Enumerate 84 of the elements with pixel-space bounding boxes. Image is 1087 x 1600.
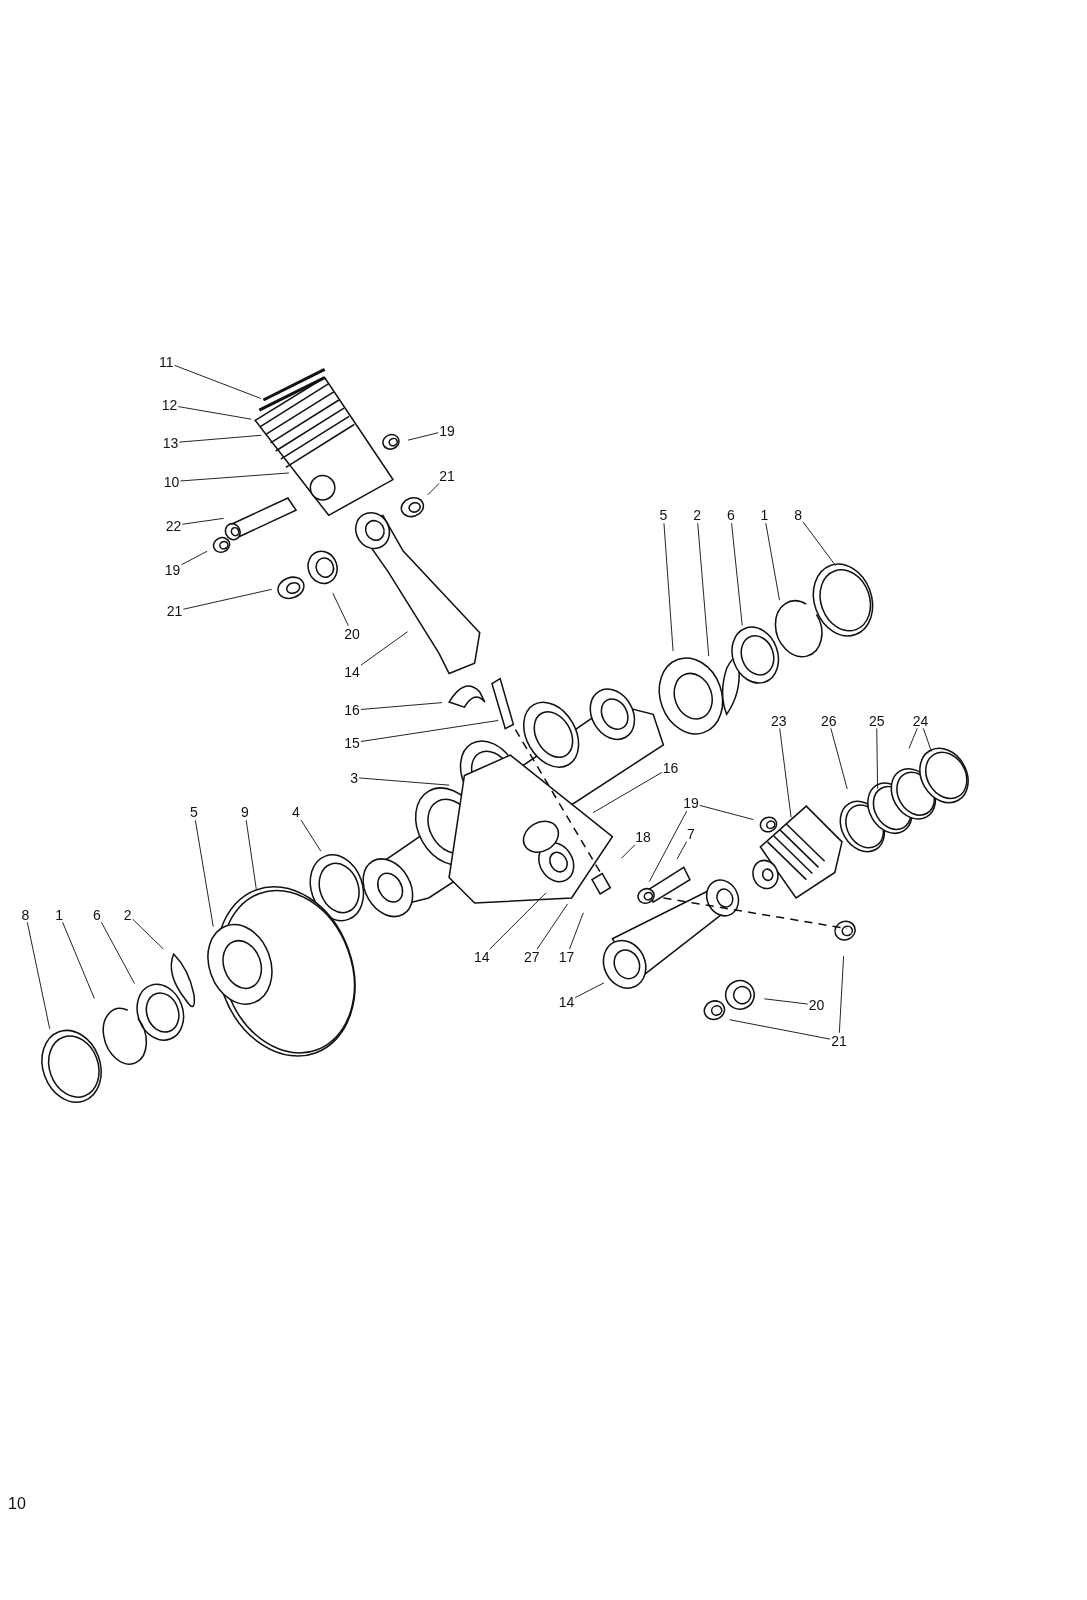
leader-line — [332, 592, 349, 627]
leader-line — [838, 955, 845, 1034]
callout-number: 13 — [161, 434, 180, 451]
leader-line — [779, 727, 792, 818]
leader-line — [174, 364, 262, 399]
leader-line — [182, 588, 273, 610]
leader-line — [663, 522, 674, 652]
callout-number: 21 — [438, 467, 456, 484]
leader-line — [676, 841, 687, 860]
leader-line — [180, 550, 208, 566]
callout-number: 14 — [343, 663, 361, 680]
callout-number: 4 — [291, 804, 301, 821]
callout-number: 1 — [54, 906, 65, 923]
callout-number: 23 — [769, 712, 788, 729]
leader-line — [489, 892, 547, 950]
leader-line — [132, 918, 164, 950]
callout-number: 27 — [522, 949, 541, 966]
leader-line — [181, 517, 225, 525]
leader-line — [729, 1019, 831, 1040]
leader-line — [876, 727, 879, 790]
leader-line — [358, 777, 450, 786]
leader-line — [194, 819, 214, 928]
leader-line — [178, 434, 262, 443]
leader-line — [360, 702, 443, 710]
leader-line — [574, 982, 605, 998]
callout-number: 16 — [343, 702, 361, 719]
callout-number: 3 — [349, 769, 360, 786]
callout-number: 6 — [92, 906, 102, 923]
callout-number: 18 — [634, 828, 652, 845]
callout-number: 26 — [820, 712, 838, 729]
leader-line — [621, 844, 636, 859]
callout-number: 17 — [557, 949, 576, 966]
callout-number: 9 — [240, 804, 250, 821]
callout-number: 14 — [472, 949, 491, 966]
callout-number: 5 — [658, 507, 669, 524]
leader-line — [922, 727, 932, 752]
leader-line — [100, 921, 135, 984]
callout-number: 7 — [686, 825, 696, 842]
callout-number: 14 — [557, 994, 576, 1011]
callout-number: 25 — [867, 712, 886, 729]
callout-number: 2 — [692, 507, 702, 524]
callout-number: 15 — [343, 735, 361, 752]
callout-number: 19 — [438, 422, 456, 439]
leader-line — [765, 522, 780, 601]
leader-line — [407, 432, 439, 441]
callout-number: 21 — [165, 603, 184, 620]
leader-line — [300, 819, 322, 852]
leader-line — [177, 406, 252, 420]
callout-number: 19 — [163, 561, 182, 578]
callout-number: 21 — [830, 1033, 848, 1050]
leader-line — [908, 727, 918, 749]
leader-line — [648, 810, 688, 882]
leader-line — [360, 631, 409, 666]
leader-line — [697, 522, 710, 657]
callout-number: 16 — [661, 759, 680, 776]
callout-number: 8 — [20, 906, 31, 923]
callout-number: 12 — [160, 397, 179, 414]
callout-number: 20 — [807, 997, 826, 1014]
leader-line — [360, 720, 499, 742]
page-number: 10 — [8, 1495, 26, 1513]
leader-line — [536, 903, 569, 950]
leader-line — [699, 804, 754, 821]
leader-line — [592, 772, 663, 814]
leader-line — [731, 522, 743, 626]
leader-line — [26, 921, 51, 1030]
leader-line — [569, 912, 584, 950]
callout-number: 11 — [158, 354, 175, 371]
leader-line — [763, 998, 809, 1005]
callout-number: 1 — [759, 507, 770, 524]
callout-number: 22 — [164, 517, 183, 534]
leader-line — [62, 921, 95, 999]
callout-number: 8 — [793, 507, 804, 524]
callout-number: 10 — [162, 473, 181, 490]
leader-line — [830, 727, 848, 790]
callout-number: 24 — [911, 712, 930, 729]
leader-line — [245, 819, 257, 890]
callout-number: 20 — [343, 625, 361, 642]
leader-line — [427, 483, 440, 496]
leader-line — [179, 472, 290, 482]
callout-number: 19 — [682, 795, 700, 812]
leader-line — [802, 521, 837, 567]
callout-number: 2 — [122, 906, 133, 923]
callout-number: 6 — [725, 507, 736, 524]
callout-number: 5 — [189, 804, 199, 821]
